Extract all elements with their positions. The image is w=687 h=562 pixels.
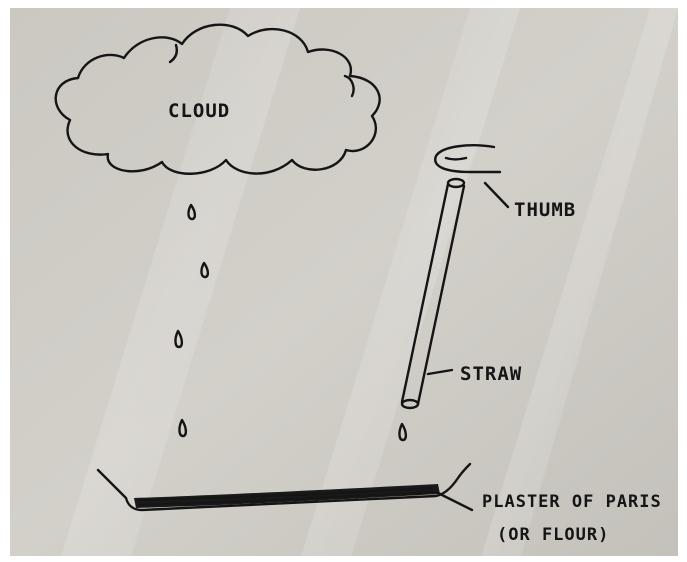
thumb-nail xyxy=(446,158,466,160)
cloud-label: CLOUD xyxy=(168,100,230,122)
thumb-label: THUMB xyxy=(514,199,576,221)
plaster-label-line2: (OR FLOUR) xyxy=(497,525,609,545)
straw-label: STRAW xyxy=(460,363,522,385)
plaster-label-line1: PLASTER OF PARIS xyxy=(482,492,662,512)
